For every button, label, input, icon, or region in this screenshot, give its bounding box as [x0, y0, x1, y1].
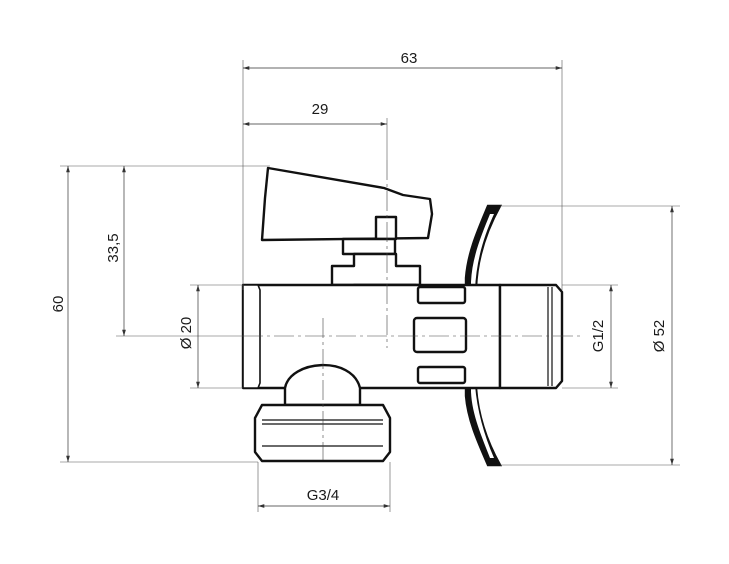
dim-rosette-diameter: Ø 52 — [651, 320, 668, 353]
inlet-neck — [283, 363, 362, 407]
stem-shaft — [330, 252, 422, 287]
dim-outlet-thread: G1/2 — [590, 320, 607, 353]
lever-handle — [260, 166, 434, 242]
extension-lines — [60, 60, 680, 512]
body-rib-3 — [416, 365, 467, 385]
dim-stem-height: 33,5 — [105, 233, 122, 262]
inlet-nut — [253, 403, 392, 463]
dim-overall-height: 60 — [50, 296, 67, 313]
center-lines — [243, 160, 580, 460]
dim-overall-length: 63 — [401, 50, 418, 67]
dim-inlet-thread: G3/4 — [307, 487, 340, 504]
body-rib-2 — [412, 316, 468, 354]
body-left-end — [242, 284, 261, 389]
dim-body-diameter: Ø 20 — [178, 317, 195, 350]
dimension-lines — [66, 66, 674, 508]
body-rib-1 — [416, 285, 467, 305]
stem-nut — [374, 215, 398, 241]
outlet-thread — [498, 283, 564, 390]
dim-inlet-to-stem: 29 — [312, 101, 329, 118]
valve-part — [241, 166, 564, 467]
